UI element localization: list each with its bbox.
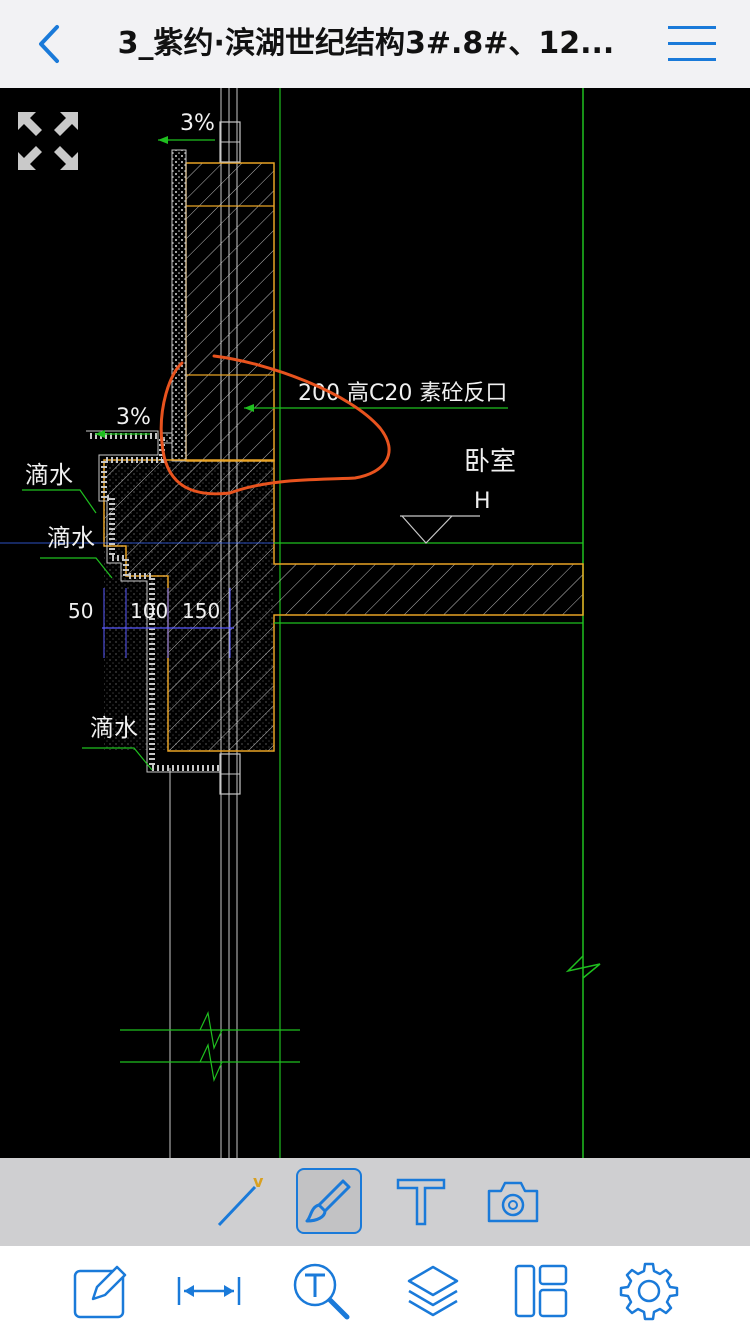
gear-icon xyxy=(619,1262,679,1321)
upper-concrete-wall xyxy=(185,162,275,462)
dimension-50: 50 xyxy=(68,599,93,623)
slope-label-top: 3% xyxy=(180,111,215,136)
level-symbol xyxy=(401,515,453,544)
text-t-icon xyxy=(396,1178,446,1226)
edit-tab[interactable] xyxy=(66,1258,132,1324)
break-symbol xyxy=(565,955,601,979)
drip-label-3: 滴水 xyxy=(90,714,138,742)
back-button[interactable] xyxy=(22,16,78,72)
cad-drawing-canvas[interactable]: 3% 3% 滴水 滴水 滴水 200 高C20 素砼反口 卧室 H 50 100… xyxy=(0,88,750,1158)
brush-icon xyxy=(305,1179,351,1223)
dimension-150: 150 xyxy=(182,599,220,623)
layout-tab[interactable] xyxy=(508,1258,574,1324)
fullscreen-button[interactable] xyxy=(14,108,82,174)
bottom-toolbar xyxy=(0,1246,750,1334)
navigation-bar: 3_紫约·滨湖世纪结构3#.8#、12... xyxy=(0,0,750,89)
brush-tool-button[interactable] xyxy=(296,1168,362,1234)
freehand-markup[interactable] xyxy=(159,354,391,496)
cad-drawing: 3% 3% 滴水 滴水 滴水 200 高C20 素砼反口 卧室 H 50 100… xyxy=(0,88,601,1158)
plaster-layer xyxy=(90,433,220,771)
level-label: H xyxy=(474,489,491,514)
line-tool-button[interactable]: v xyxy=(210,1168,276,1234)
measure-tab[interactable] xyxy=(176,1258,242,1324)
edit-pencil-icon xyxy=(73,1265,127,1319)
layers-tab[interactable] xyxy=(400,1258,466,1324)
hamburger-menu-icon xyxy=(668,26,716,61)
camera-tool-button[interactable] xyxy=(480,1168,546,1234)
insulation-layer xyxy=(161,149,187,462)
drip-label-1: 滴水 xyxy=(25,461,73,489)
annotation-toolbar: v xyxy=(0,1158,750,1246)
plaster-outline xyxy=(86,430,220,773)
expand-arrows-icon xyxy=(18,112,78,170)
dimension-100: 100 xyxy=(130,599,168,623)
dimension-arrows-icon xyxy=(177,1277,241,1305)
layers-icon xyxy=(407,1265,459,1317)
text-search-icon xyxy=(293,1263,350,1320)
document-title: 3_紫约·滨湖世纪结构3#.8#、12... xyxy=(117,26,615,61)
svg-text:v: v xyxy=(253,1172,264,1191)
settings-tab[interactable] xyxy=(616,1258,682,1324)
layout-panels-icon xyxy=(514,1264,568,1318)
drip-label-2: 滴水 xyxy=(47,524,95,552)
menu-button[interactable] xyxy=(666,22,724,66)
text-tool-button[interactable] xyxy=(388,1168,454,1234)
line-pen-icon: v xyxy=(217,1172,264,1227)
text-search-tab[interactable] xyxy=(288,1258,354,1324)
slope-label-mid: 3% xyxy=(116,405,151,430)
camera-icon xyxy=(487,1181,539,1223)
room-label: 卧室 xyxy=(464,447,516,477)
concrete-note: 200 高C20 素砼反口 xyxy=(298,381,507,406)
chevron-left-icon xyxy=(39,25,59,63)
